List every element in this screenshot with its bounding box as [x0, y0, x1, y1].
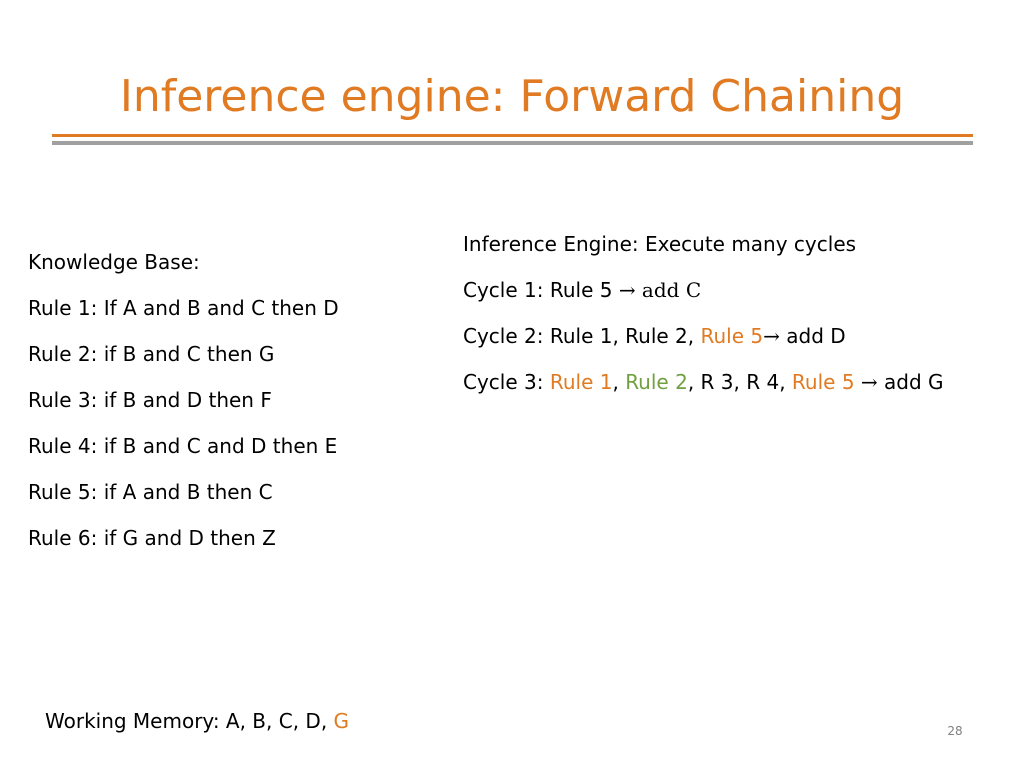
cycle-1: Cycle 1: Rule 5 → add C — [463, 272, 944, 318]
page-number: 28 — [947, 724, 963, 738]
cycle-2-rule-5: Rule 5 — [700, 324, 764, 348]
kb-rule-4: Rule 4: if B and C and D then E — [28, 434, 338, 458]
cycle-3-separator-2: , R 3, R 4, — [687, 370, 792, 394]
cycle-3-rule-1: Rule 1 — [549, 370, 613, 394]
kb-rule-1: Rule 1: If A and B and C then D — [28, 296, 339, 320]
working-memory-label: Working Memory: A, B, C, D, — [45, 709, 334, 733]
working-memory: Working Memory: A, B, C, D, G — [45, 703, 349, 739]
title-underline-gray — [52, 141, 973, 145]
slide-title: Inference engine: Forward Chaining — [119, 71, 905, 122]
cycle-1-action: add C — [635, 278, 702, 302]
arrow-icon: → — [618, 278, 636, 302]
cycle-3-separator-1: , — [612, 370, 626, 394]
arrow-icon: → — [854, 370, 878, 394]
arrow-icon: → — [763, 324, 780, 348]
working-memory-new-fact: G — [333, 709, 350, 733]
kb-rule-2: Rule 2: if B and C then G — [28, 342, 275, 366]
cycle-3-rule-2: Rule 2 — [625, 370, 688, 394]
cycle-2: Cycle 2: Rule 1, Rule 2, Rule 5→ add D — [463, 318, 944, 364]
cycle-2-action: add D — [779, 324, 846, 348]
cycle-3-label: Cycle 3: — [463, 370, 550, 394]
inference-engine: Inference Engine: Execute many cycles Cy… — [463, 226, 944, 410]
cycle-1-label: Cycle 1: Rule 5 — [463, 278, 619, 302]
kb-rule-6: Rule 6: if G and D then Z — [28, 526, 276, 550]
cycle-3: Cycle 3: Rule 1, Rule 2, R 3, R 4, Rule … — [463, 364, 944, 410]
cycle-3-rule-5: Rule 5 — [791, 370, 855, 394]
title-underline-orange — [52, 134, 973, 137]
kb-rule-5: Rule 5: if A and B then C — [28, 480, 273, 504]
knowledge-base-heading: Knowledge Base: — [28, 250, 200, 274]
inference-engine-heading: Inference Engine: Execute many cycles — [463, 232, 857, 256]
cycle-3-action: add G — [877, 370, 944, 394]
knowledge-base: Knowledge Base: Rule 1: If A and B and C… — [28, 244, 339, 566]
cycle-2-label: Cycle 2: Rule 1, Rule 2, — [463, 324, 701, 348]
kb-rule-3: Rule 3: if B and D then F — [28, 388, 272, 412]
